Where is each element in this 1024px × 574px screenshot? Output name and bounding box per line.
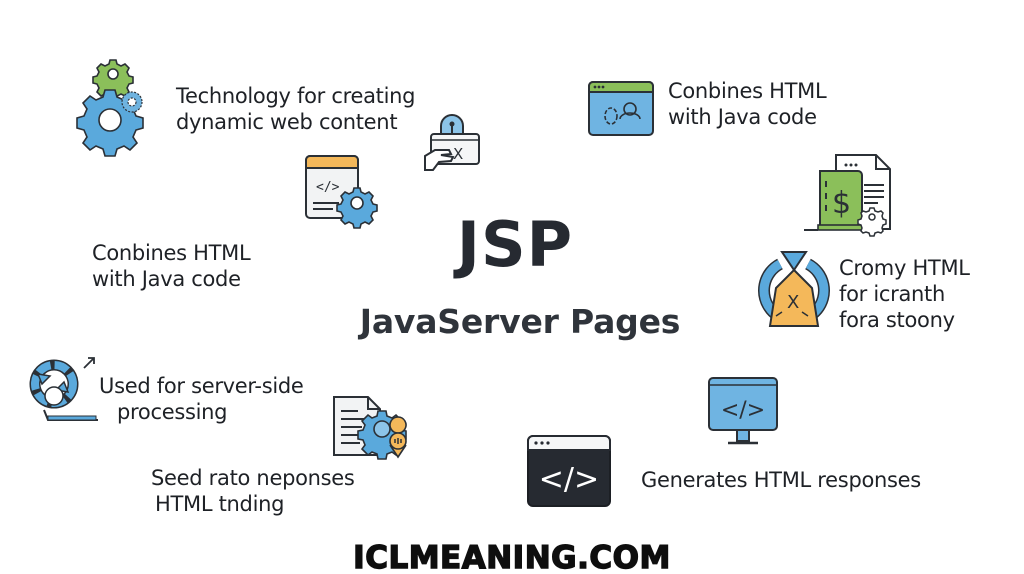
svg-text:X: X — [787, 292, 799, 313]
feature-cromy: Cromy HTML for icranth fora stoony — [839, 255, 970, 333]
feature-generates-line-1: Generates HTML responses — [641, 468, 921, 492]
svg-text:$: $ — [832, 186, 851, 221]
feature-technology-line-2: dynamic web content — [176, 110, 398, 134]
code-file-gear-icon: </> — [305, 155, 378, 229]
lock-hand-icon: X — [423, 112, 481, 174]
svg-text:</>: </> — [539, 462, 599, 497]
document-gear-icon — [332, 395, 412, 461]
svg-text:X: X — [453, 145, 463, 163]
refresh-cycle-icon — [28, 356, 104, 426]
feature-server-side-line-1: Used for server-side — [99, 374, 304, 398]
feature-cromy-line-2: for icranth — [839, 282, 945, 306]
alchemy-ring-icon: X — [758, 250, 830, 332]
feature-seed-line-1: Seed rato neponses — [151, 466, 355, 490]
feature-technology: Technology for creating dynamic web cont… — [176, 83, 415, 135]
svg-text:</>: </> — [721, 398, 765, 423]
feature-combines-top: Conbines HTML with Java code — [668, 78, 827, 130]
dollar-document-icon: $ — [800, 153, 895, 237]
feature-combines-left-line-2: with Java code — [92, 267, 241, 291]
feature-generates: Generates HTML responses — [641, 467, 921, 493]
footer-brand: ICLMEANING.COM — [352, 540, 671, 574]
feature-combines-top-line-2: with Java code — [668, 105, 817, 129]
feature-server-side-line-2: processing — [117, 400, 228, 424]
monitor-code-icon: </> — [708, 377, 778, 447]
code-window-icon: </> — [527, 435, 611, 507]
page-title: JSP — [456, 208, 574, 281]
gears-icon — [76, 58, 150, 157]
feature-cromy-line-3: fora stoony — [839, 308, 955, 332]
svg-text:</>: </> — [316, 180, 340, 195]
feature-combines-left-line-1: Conbines HTML — [92, 241, 251, 265]
feature-cromy-line-1: Cromy HTML — [839, 256, 970, 280]
feature-technology-line-1: Technology for creating — [176, 84, 416, 108]
feature-seed: Seed rato neponses HTML tnding — [151, 465, 355, 517]
feature-combines-left: Conbines HTML with Java code — [92, 240, 251, 292]
feature-server-side: Used for server-side processing — [99, 373, 304, 425]
page-subtitle: JavaServer Pages — [359, 302, 681, 341]
feature-seed-line-2: HTML tnding — [155, 492, 285, 516]
feature-combines-top-line-1: Conbines HTML — [668, 79, 827, 103]
browser-window-icon — [588, 81, 654, 136]
